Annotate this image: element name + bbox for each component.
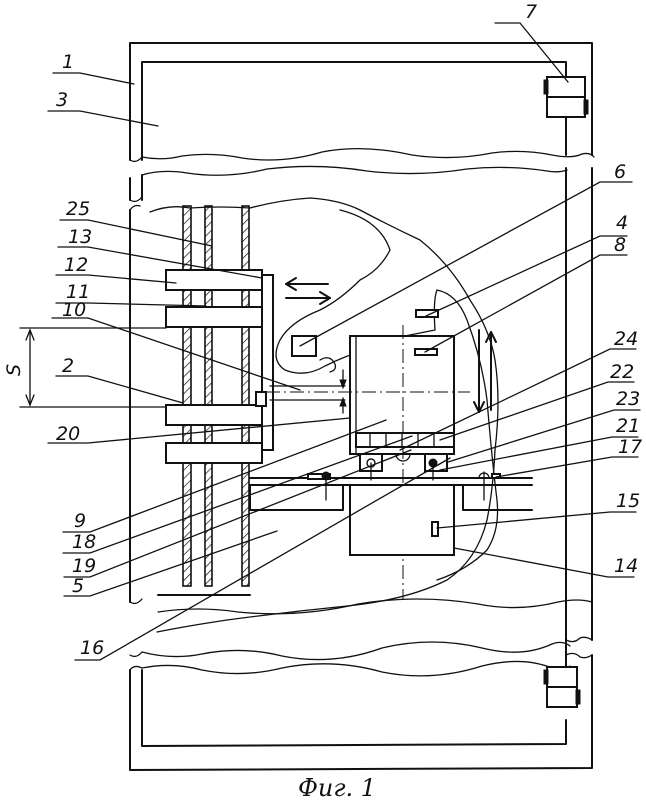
label-20: 20 bbox=[56, 423, 80, 445]
label-10: 10 bbox=[62, 299, 86, 321]
direction-arrows-vertical bbox=[473, 329, 497, 413]
hatched-columns bbox=[157, 205, 251, 596]
dimension-s-label: S bbox=[3, 364, 25, 376]
door-frame-top bbox=[129, 42, 595, 163]
label-19: 19 bbox=[72, 555, 96, 577]
door-frame-bottom bbox=[129, 654, 593, 771]
mounting-base bbox=[249, 462, 533, 556]
label-14: 14 bbox=[614, 555, 638, 577]
label-16: 16 bbox=[80, 637, 104, 659]
label-2: 2 bbox=[62, 355, 74, 377]
label-11: 11 bbox=[66, 281, 90, 303]
hinge-bottom bbox=[543, 639, 581, 708]
label-25: 25 bbox=[66, 198, 90, 220]
label-13: 13 bbox=[68, 226, 92, 248]
door-frame-middle bbox=[129, 165, 593, 641]
label-18: 18 bbox=[72, 531, 96, 553]
label-15: 15 bbox=[616, 490, 640, 512]
label-22: 22 bbox=[610, 361, 634, 383]
label-5: 5 bbox=[72, 575, 84, 597]
figure-caption: Фиг. 1 bbox=[298, 774, 376, 802]
label-7: 7 bbox=[525, 1, 537, 23]
gap-arrows bbox=[319, 357, 347, 414]
label-12: 12 bbox=[64, 254, 88, 276]
label-3: 3 bbox=[56, 89, 68, 111]
leader-lines bbox=[47, 22, 641, 661]
break-lines-lower bbox=[129, 598, 593, 677]
dimension-s bbox=[19, 327, 167, 408]
label-4: 4 bbox=[616, 212, 628, 234]
lock-housing bbox=[266, 309, 470, 600]
label-6: 6 bbox=[614, 161, 626, 183]
label-24: 24 bbox=[614, 328, 638, 350]
label-17: 17 bbox=[618, 436, 642, 458]
label-23: 23 bbox=[616, 388, 640, 410]
hinge-top bbox=[543, 76, 589, 156]
label-1: 1 bbox=[62, 51, 74, 73]
label-8: 8 bbox=[614, 234, 626, 256]
label-9: 9 bbox=[74, 510, 86, 532]
label-21: 21 bbox=[616, 415, 640, 437]
direction-arrows-horizontal bbox=[285, 277, 331, 305]
bolt-plates bbox=[165, 269, 274, 464]
